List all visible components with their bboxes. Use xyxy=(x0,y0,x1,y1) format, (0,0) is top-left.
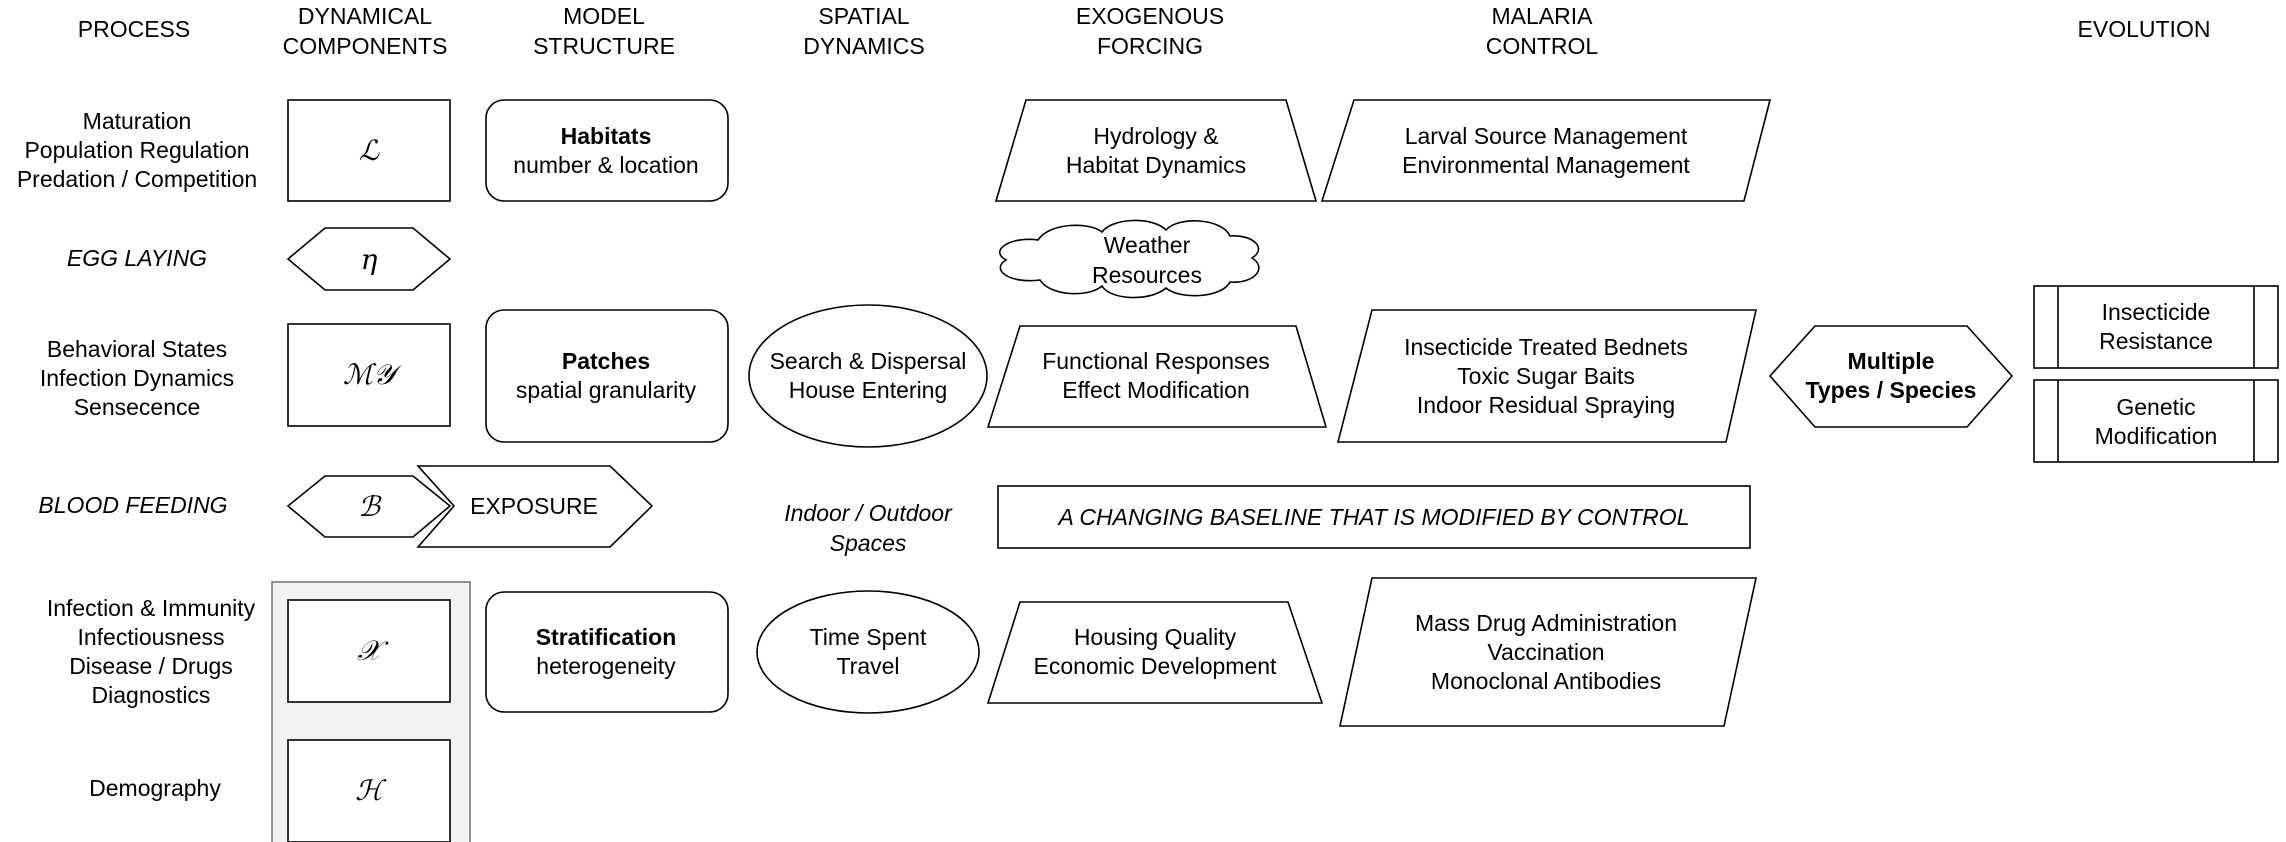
mda-parallelogram xyxy=(1339,577,1757,727)
header-exogenous-line2: FORCING xyxy=(1097,33,1203,59)
weather-label: Weather xyxy=(1104,232,1191,258)
travel-label: Travel xyxy=(836,653,899,679)
time-spent-label: Time Spent xyxy=(810,624,927,650)
larval-source-label: Larval Source Management xyxy=(1405,123,1688,149)
component-L-box xyxy=(287,99,451,202)
component-B-hexagon xyxy=(286,475,452,538)
column-headers: PROCESS DYNAMICAL COMPONENTS MODEL STRUC… xyxy=(78,3,2211,59)
stratification-title: Stratification xyxy=(536,624,677,650)
exposure-label: EXPOSURE xyxy=(470,493,598,519)
header-dynamical-line1: DYNAMICAL xyxy=(298,3,432,29)
process-maturation: Maturation xyxy=(83,108,192,134)
modification-label: Modification xyxy=(2095,423,2218,449)
effect-modification-label: Effect Modification xyxy=(1062,377,1250,403)
baseline-label: A CHANGING BASELINE THAT IS MODIFIED BY … xyxy=(1057,504,1690,530)
stratification-box xyxy=(485,591,729,713)
process-predation: Predation / Competition xyxy=(17,166,257,192)
component-H-box xyxy=(287,739,451,842)
components-column: ℒ η ℳ𝒴 ℬ EXPOSURE 𝒳 ℋ xyxy=(271,99,654,842)
process-demography: Demography xyxy=(89,775,221,801)
habitats-subtitle: number & location xyxy=(513,152,698,178)
insecticide-label: Insecticide xyxy=(2102,299,2211,325)
types-species-label: Types / Species xyxy=(1806,377,1977,403)
header-dynamical-line2: COMPONENTS xyxy=(283,33,448,59)
search-dispersal-ellipse xyxy=(748,304,988,448)
habitat-dynamics-label: Habitat Dynamics xyxy=(1066,152,1246,178)
multiple-types-hexagon xyxy=(1768,325,2014,428)
process-diagnostics: Diagnostics xyxy=(92,682,211,708)
habitats-box xyxy=(485,99,729,202)
process-infection-dynamics: Infection Dynamics xyxy=(40,365,234,391)
component-MY-box xyxy=(287,323,451,427)
process-egg-laying: EGG LAYING xyxy=(67,245,207,271)
economic-development-label: Economic Development xyxy=(1034,653,1278,679)
time-spent-ellipse xyxy=(756,590,980,714)
process-population-regulation: Population Regulation xyxy=(24,137,249,163)
baseline-box xyxy=(997,485,1751,549)
larval-parallelogram xyxy=(1320,99,1772,202)
mda-label: Mass Drug Administration xyxy=(1415,610,1677,636)
genetic-modification-box xyxy=(2033,379,2279,463)
toxic-sugar-baits-label: Toxic Sugar Baits xyxy=(1457,363,1635,389)
housing-trapezoid xyxy=(986,601,1324,704)
itn-parallelogram xyxy=(1336,309,1758,443)
process-infection-immunity: Infection & Immunity xyxy=(47,595,256,621)
exposure-arrow xyxy=(416,465,654,548)
component-X-box xyxy=(287,599,451,703)
control-column: Larval Source Management Environmental M… xyxy=(997,99,1772,727)
resources-label: Resources xyxy=(1092,262,1202,288)
header-malaria-line2: CONTROL xyxy=(1486,33,1599,59)
genetic-label: Genetic xyxy=(2116,394,2195,420)
functional-response-trapezoid xyxy=(986,325,1328,428)
component-L: ℒ xyxy=(359,134,380,167)
resistance-label: Resistance xyxy=(2099,328,2213,354)
header-model-line1: MODEL xyxy=(563,3,645,29)
component-H: ℋ xyxy=(355,774,387,807)
hydrology-label: Hydrology & xyxy=(1093,123,1218,149)
house-entering-label: House Entering xyxy=(789,377,948,403)
component-MY: ℳ𝒴 xyxy=(343,358,402,391)
process-blood-feeding: BLOOD FEEDING xyxy=(38,492,227,518)
functional-responses-label: Functional Responses xyxy=(1042,348,1270,374)
component-eta: η xyxy=(361,243,378,276)
evolution-column: Multiple Types / Species Insecticide Res… xyxy=(1768,285,2279,463)
itn-label: Insecticide Treated Bednets xyxy=(1404,334,1688,360)
habitats-title: Habitats xyxy=(561,123,652,149)
structure-column: Habitats number & location Patches spati… xyxy=(485,99,729,713)
component-B: ℬ xyxy=(358,490,382,523)
header-process: PROCESS xyxy=(78,16,190,42)
process-disease-drugs: Disease / Drugs xyxy=(69,653,233,679)
vaccination-label: Vaccination xyxy=(1487,639,1604,665)
spaces-label: Spaces xyxy=(830,530,907,556)
stratification-subtitle: heterogeneity xyxy=(536,653,676,679)
monoclonal-antibodies-label: Monoclonal Antibodies xyxy=(1431,668,1661,694)
forcing-column: Hydrology & Habitat Dynamics Weather Res… xyxy=(986,99,1328,704)
process-infectiousness: Infectiousness xyxy=(77,624,224,650)
spatial-column: Search & Dispersal House Entering Indoor… xyxy=(748,304,988,714)
process-sensecence: Sensecence xyxy=(74,394,201,420)
header-model-line2: STRUCTURE xyxy=(533,33,675,59)
indoor-outdoor-label: Indoor / Outdoor xyxy=(784,500,953,526)
header-exogenous-line1: EXOGENOUS xyxy=(1076,3,1224,29)
patches-box xyxy=(485,309,729,443)
header-evolution: EVOLUTION xyxy=(2078,16,2211,42)
weather-cloud xyxy=(998,219,1260,299)
environmental-management-label: Environmental Management xyxy=(1402,152,1690,178)
search-dispersal-label: Search & Dispersal xyxy=(770,348,967,374)
header-malaria-line1: MALARIA xyxy=(1492,3,1594,29)
insecticide-resistance-box xyxy=(2033,285,2279,369)
header-spatial-line1: SPATIAL xyxy=(818,3,909,29)
irs-label: Indoor Residual Spraying xyxy=(1417,392,1675,418)
component-eta-hexagon xyxy=(286,227,452,291)
patches-subtitle: spatial granularity xyxy=(516,377,697,403)
hydrology-trapezoid xyxy=(994,99,1318,202)
header-spatial-line2: DYNAMICS xyxy=(803,33,924,59)
process-column: Maturation Population Regulation Predati… xyxy=(17,108,257,801)
housing-quality-label: Housing Quality xyxy=(1074,624,1237,650)
patches-title: Patches xyxy=(562,348,650,374)
process-behavioral-states: Behavioral States xyxy=(47,336,227,362)
multiple-label: Multiple xyxy=(1848,348,1935,374)
